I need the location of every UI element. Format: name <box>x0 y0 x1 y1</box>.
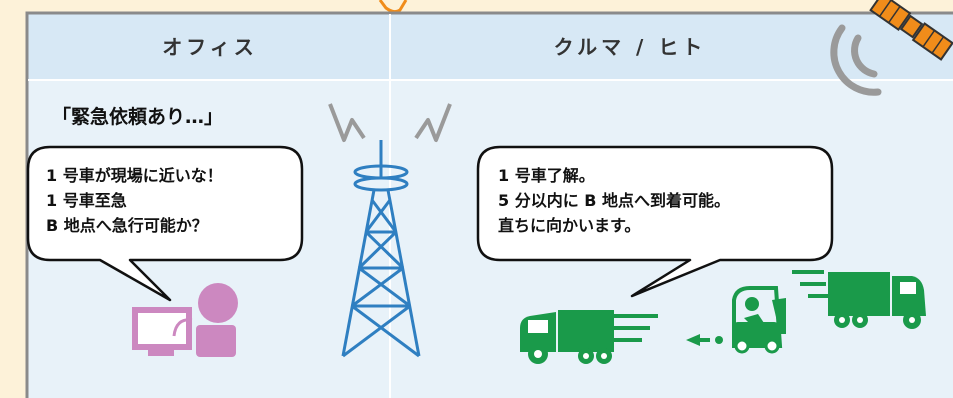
top-orange-accent <box>378 0 408 14</box>
vehicle-bubble-line: 1 号車了解。 <box>498 166 595 185</box>
office-bubble-line: 1 号車が現場に近いな！ <box>46 166 223 185</box>
office-header: オフィス <box>162 35 258 59</box>
office-operator-icon <box>132 283 238 357</box>
vehicle-bubble-text: 1 号車了解。 5 分以内に B 地点へ到着可能。 直ちに向かいます。 <box>498 163 730 238</box>
office-headline: 「緊急依頼あり…」 <box>52 106 224 128</box>
small-arrow-icon <box>686 334 723 346</box>
signal-wave-icon <box>328 103 366 142</box>
satellite-icon <box>869 0 953 61</box>
satellite-signal-icon <box>830 24 882 96</box>
vehicle-bubble-line: 直ちに向かいます。 <box>498 216 641 235</box>
office-bubble-text: 1 号車が現場に近いな！ 1 号車至急 B 地点へ急行可能か？ <box>46 163 223 238</box>
delivery-truck-icon <box>520 310 658 364</box>
header-band <box>28 14 953 81</box>
office-speech-bubble <box>26 145 304 302</box>
vehicle-speech-bubble <box>476 145 834 298</box>
signal-wave-icon <box>414 103 452 142</box>
forklift-icon <box>732 286 786 354</box>
delivery-truck-icon <box>792 270 926 329</box>
radio-tower-icon <box>341 140 421 358</box>
vehicle-person-header: クルマ / ヒト <box>553 35 707 59</box>
office-bubble-line: 1 号車至急 <box>46 191 127 210</box>
office-bubble-line: B 地点へ急行可能か？ <box>46 216 208 235</box>
vehicle-bubble-line: 5 分以内に B 地点へ到着可能。 <box>498 191 731 210</box>
